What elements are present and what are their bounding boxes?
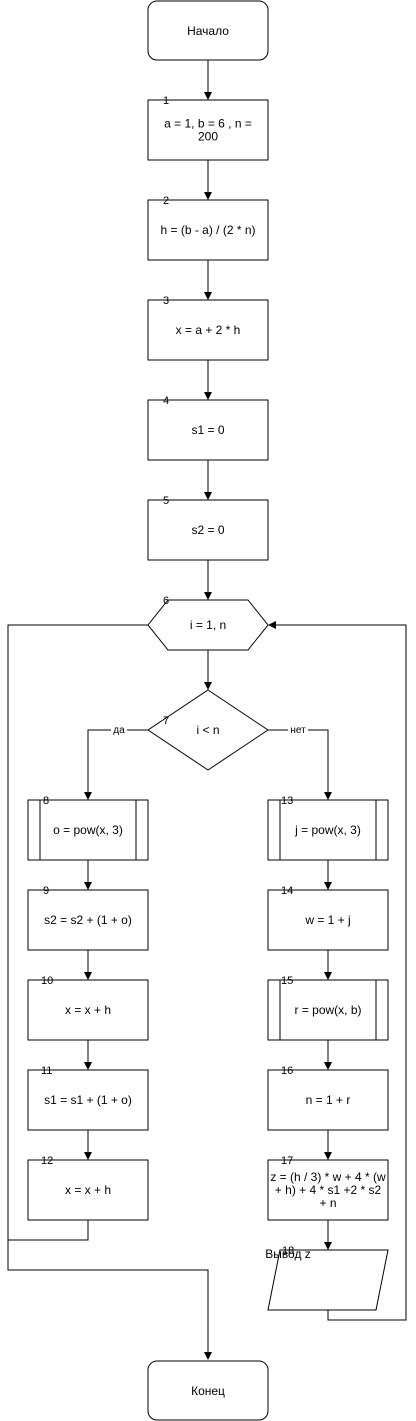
node-number: 16 — [281, 1065, 293, 1077]
node-number: 9 — [43, 885, 49, 897]
edge-7-no — [268, 729, 332, 800]
node-number: 7 — [163, 715, 169, 727]
node-text: a = 1, b = 6 , n = — [164, 117, 252, 131]
node-number: 8 — [43, 795, 49, 807]
node-number: 15 — [281, 975, 293, 987]
node-6-loop: i = 1, n 6 — [147, 595, 269, 651]
node-number: 14 — [281, 885, 293, 897]
connectors — [7, 60, 407, 1360]
node-text: s2 = 0 — [191, 523, 224, 537]
node-number: 18 — [282, 1245, 294, 1257]
node-number: 1 — [163, 95, 169, 107]
node-text: s1 = s1 + (1 + o) — [44, 1093, 132, 1107]
node-number: 3 — [163, 295, 169, 307]
node-3: x = a + 2 * h 3 — [147, 295, 269, 361]
edge-18-back — [268, 621, 407, 1321]
node-9: s2 = s2 + (1 + o) 9 — [27, 885, 149, 951]
node-8-subprocess: o = pow(x, 3) 8 — [27, 795, 149, 861]
node-2: h = (b - a) / (2 * n) 2 — [147, 195, 269, 261]
node-text: i < n — [196, 723, 219, 737]
node-text: n = 1 + r — [306, 1093, 351, 1107]
node-number: 5 — [163, 495, 169, 507]
node-text: s1 = 0 — [191, 423, 224, 437]
node-14: w = 1 + j 14 — [267, 885, 389, 951]
node-text: x = a + 2 * h — [176, 323, 241, 337]
node-12: x = x + h 12 — [27, 1155, 149, 1221]
node-number: 11 — [41, 1065, 52, 1077]
end-label: Конец — [191, 1384, 225, 1398]
edge-label-no: нет — [290, 725, 306, 736]
node-number: 2 — [163, 195, 169, 207]
node-number: 10 — [41, 975, 53, 987]
edge-labels: да нет — [111, 723, 308, 736]
node-text: i = 1, n — [190, 618, 226, 632]
start-node: Начало — [147, 0, 269, 61]
node-text: + h) + 4 * s1 +2 * s2 — [275, 1183, 382, 1197]
node-text: j = pow(x, 3) — [294, 823, 361, 837]
node-5: s2 = 0 5 — [147, 495, 269, 561]
node-1: a = 1, b = 6 , n =200 1 — [147, 95, 269, 161]
node-number: 6 — [163, 595, 169, 607]
node-text: s2 = s2 + (1 + o) — [44, 913, 132, 927]
node-text: o = pow(x, 3) — [53, 823, 123, 837]
node-4: s1 = 0 4 — [147, 395, 269, 461]
edge-loop-exit — [7, 624, 212, 1360]
node-18-output: Вывод z18 — [265, 1245, 389, 1311]
node-number: 4 — [163, 395, 169, 407]
node-text: w = 1 + j — [304, 913, 350, 927]
node-text: + n — [319, 1196, 336, 1210]
edge-label-yes: да — [113, 725, 125, 736]
node-text: x = x + h — [65, 1003, 111, 1017]
node-10: x = x + h 10 — [27, 975, 149, 1041]
edge-12-merge — [8, 1220, 89, 1241]
edge-7-yes — [84, 729, 148, 800]
node-number: 12 — [41, 1155, 53, 1167]
node-11: s1 = s1 + (1 + o) 11 — [27, 1065, 149, 1131]
node-7-decision: i < n 7 — [147, 689, 269, 771]
node-text: x = x + h — [65, 1183, 111, 1197]
end-node: Конец — [147, 1360, 269, 1421]
node-text: z = (h / 3) * w + 4 * (w — [270, 1170, 386, 1184]
start-label: Начало — [187, 24, 229, 38]
node-16: n = 1 + r 16 — [267, 1065, 389, 1131]
node-number: 17 — [281, 1155, 293, 1167]
node-text: Вывод z — [265, 1247, 311, 1261]
node-17: z = (h / 3) * w + 4 * (w+ h) + 4 * s1 +2… — [267, 1155, 389, 1221]
node-text: h = (b - a) / (2 * n) — [160, 223, 255, 237]
node-number: 13 — [281, 795, 293, 807]
node-text: r = pow(x, b) — [294, 1003, 361, 1017]
node-text: 200 — [198, 130, 218, 144]
node-13-subprocess: j = pow(x, 3) 13 — [267, 795, 389, 861]
node-15-subprocess: r = pow(x, b) 15 — [267, 975, 389, 1041]
